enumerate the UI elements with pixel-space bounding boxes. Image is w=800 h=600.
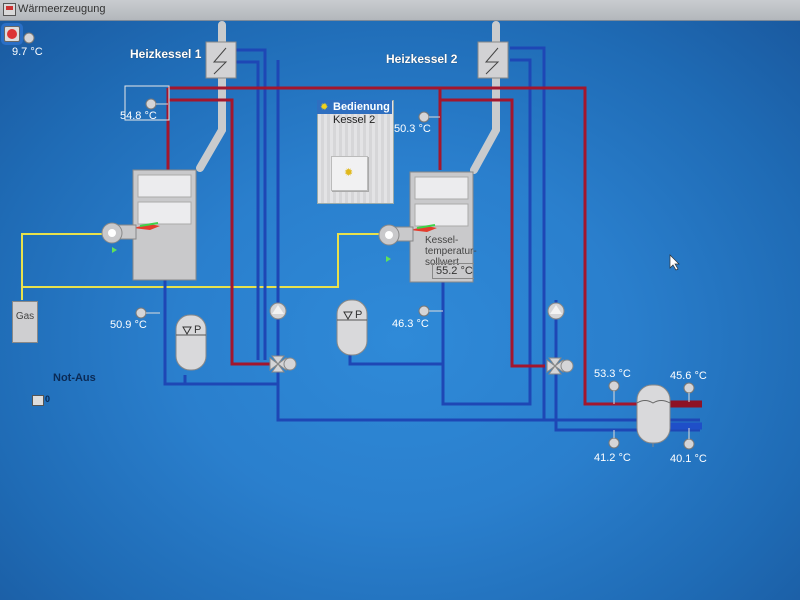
burner-fan-2[interactable] (378, 224, 414, 262)
operation-panel-header (317, 100, 392, 114)
separator-primary-return-temp: 41.2 °C (594, 452, 631, 464)
supply-pipes (166, 86, 700, 406)
burner-fan-1[interactable] (101, 222, 137, 253)
return-pipes (163, 46, 700, 432)
gear-icon: ✹ (320, 102, 329, 113)
display-icon (3, 3, 16, 16)
outside-temp-button[interactable] (4, 26, 20, 42)
mouse-cursor-icon (669, 254, 680, 271)
boiler-2-return-temp: 46.3 °C (392, 318, 429, 330)
boiler-1-title: Heizkessel 1 (130, 47, 202, 61)
svg-text:P: P (355, 309, 362, 321)
flue-gas-exchanger-2[interactable] (477, 41, 509, 79)
emergency-stop-label: Not-Aus (53, 372, 96, 384)
pump-2[interactable] (547, 302, 565, 320)
operation-panel-title: Bedienung (333, 101, 390, 113)
temperature-sensors (23, 32, 695, 450)
emergency-stop-button[interactable] (32, 395, 44, 406)
mixing-valve-1[interactable] (269, 355, 297, 373)
gas-supply[interactable]: Gas (12, 301, 38, 343)
operation-panel-subtitle: Kessel 2 (333, 114, 376, 126)
boiler-2-flow-temp: 50.3 °C (394, 123, 431, 135)
title-bar: Wärmeerzeugung (0, 0, 800, 21)
boiler-1-return-temp: 50.9 °C (110, 319, 147, 331)
separator-secondary-return-temp: 40.1 °C (670, 453, 707, 465)
svg-text:P: P (194, 324, 201, 336)
separator-primary-flow-temp: 53.3 °C (594, 368, 631, 380)
outside-temp-value: 9.7 °C (12, 46, 43, 58)
window-title: Wärmeerzeugung (18, 3, 106, 15)
flue-gas-exchanger-1[interactable] (205, 41, 237, 79)
boiler-2-title: Heizkessel 2 (386, 52, 458, 66)
hydraulic-separator[interactable] (636, 384, 671, 447)
operation-panel-button[interactable]: ✹ (331, 156, 368, 191)
emergency-stop-state: 0 (45, 394, 51, 404)
sensor-frame-boiler-1 (124, 85, 170, 121)
expansion-vessel-2[interactable]: P (336, 299, 368, 356)
separator-secondary-flow-temp: 45.6 °C (670, 370, 707, 382)
mixing-valve-2[interactable] (546, 357, 574, 375)
boiler-1-flow-temp: 54.8 °C (120, 110, 157, 122)
pump-1[interactable] (269, 302, 287, 320)
process-canvas (0, 21, 800, 600)
gear-icon: ✹ (344, 167, 354, 179)
gas-line (21, 233, 382, 300)
expansion-vessel-1[interactable]: P (175, 314, 207, 371)
setpoint-value-field[interactable]: 55.2 °C (432, 263, 474, 279)
boiler-1[interactable] (132, 169, 197, 281)
setpoint-label: Kessel- temperatur- sollwert (425, 235, 477, 268)
